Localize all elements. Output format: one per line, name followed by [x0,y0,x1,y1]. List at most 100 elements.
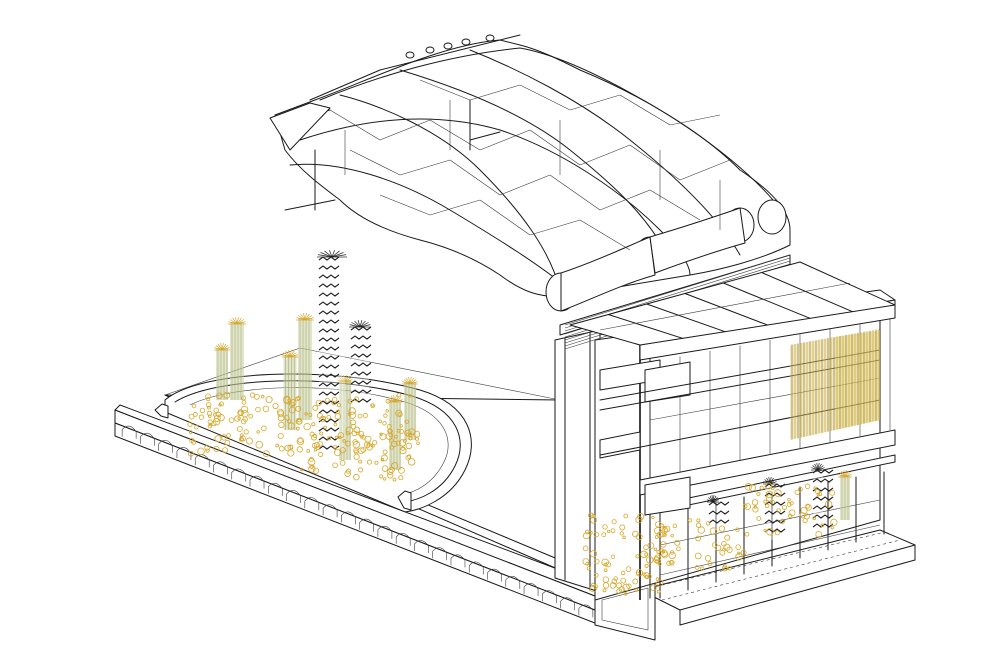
cactus-crown [812,465,819,471]
cactus-crown [215,345,223,351]
cactus-crown [817,463,822,471]
shrub-leaf [378,419,382,424]
shrub-leaf [353,473,360,481]
shrub-leaf [756,516,762,521]
shrub-leaf [611,519,617,525]
shrub-leaf [236,425,243,432]
shrub-leaf [619,531,624,536]
cactus-spine [318,292,340,297]
cactus-spine [764,528,786,533]
shrub-leaf [415,437,419,441]
shrub-leaf [623,513,629,519]
shrub-leaf [304,412,308,416]
cactus-crown [844,474,852,478]
roof-skylight-dome [485,34,495,42]
cactus-crown [393,395,396,403]
shrub-leaf [362,413,368,418]
shrub-leaf [781,504,787,510]
cactus-crown [317,254,333,258]
shrub-leaf [241,395,246,401]
shrub-leaf [805,503,811,509]
shrub-leaf [238,437,244,442]
cactus-crown [220,343,223,351]
shrub-leaf [316,412,323,419]
cactus-spine [350,362,372,367]
shrub-leaf [315,399,322,407]
shrub-leaf [704,555,712,562]
shrub-leaf [381,465,389,472]
cactus-crown [338,377,346,383]
cactus-crown [221,343,224,351]
shrub-leaf [613,576,618,581]
shrub-leaf [830,518,838,526]
shrub-leaf [383,413,388,418]
shrub-leaf [374,460,379,465]
shrub-leaf [342,439,346,443]
shrub-leaf [799,512,806,519]
shrub-leaf [313,441,320,448]
parapet-arch [267,483,283,496]
lattice-brace [619,94,671,126]
parapet-arch [450,554,466,568]
shrub-leaf [296,437,305,446]
shrub-leaf [657,562,662,566]
shrub-leaf [311,422,316,427]
shrub-leaf [727,566,732,571]
shrub-leaf [788,509,796,517]
shrub-leaf [379,432,383,436]
shrub-leaf [382,421,387,426]
shrub-leaf [356,431,360,436]
shrub-leaf [206,397,211,402]
shrub-leaf [205,448,210,453]
lattice-brace [329,109,381,141]
shrub-leaf [643,544,649,551]
cactus-crown [228,321,238,325]
shrub-leaf [653,556,660,564]
cactus-spine [318,382,340,387]
shrub-leaf [359,434,364,439]
shrub-leaf [815,530,823,538]
shrub-leaf [609,582,617,589]
shrub-leaf [239,433,244,438]
shrub-leaf [344,440,351,447]
shrub-leaf [726,546,733,553]
shrub-leaf [296,446,303,453]
cactus-spine [318,328,340,333]
shrub-leaf [191,403,197,409]
cactus-crown [816,463,819,471]
cactus-crown [221,347,230,351]
shrub-leaf [204,444,211,451]
shrub-leaf [339,460,346,466]
roof-skylight-dome [461,38,471,46]
cactus-crown [712,499,719,503]
shrub-leaf [740,549,747,556]
shrub-leaf [207,424,213,429]
shrub-leaf [391,440,398,448]
shrub-leaf [676,546,681,552]
lattice-brace [649,189,701,221]
cactus-crown [838,474,846,478]
parapet-arch [140,432,155,446]
shrub-leaf [289,401,295,408]
cactus-crown [357,320,361,328]
roof-skylight-dome [443,42,453,50]
shrub-leaf [812,516,817,521]
lattice-brace [449,159,501,196]
cactus-column [230,322,244,400]
shrub-leaf [358,467,364,473]
shrub-leaf [262,450,270,458]
cactus-crown [331,254,347,258]
shrub-leaf [656,550,661,554]
shrub-leaf [339,447,346,454]
shrub-leaf [669,560,675,566]
shrub-leaf [297,437,304,444]
shrub-leaf [198,414,205,420]
cactus-crown [844,470,847,478]
shrub-leaf [237,410,243,416]
vertical-louvre-screens [790,328,880,440]
shrub-leaf [607,529,611,534]
shrub-leaf [334,413,342,420]
shrub-leaf [764,503,770,509]
shrub-leaf [724,534,731,541]
shrub-leaf [820,523,825,528]
